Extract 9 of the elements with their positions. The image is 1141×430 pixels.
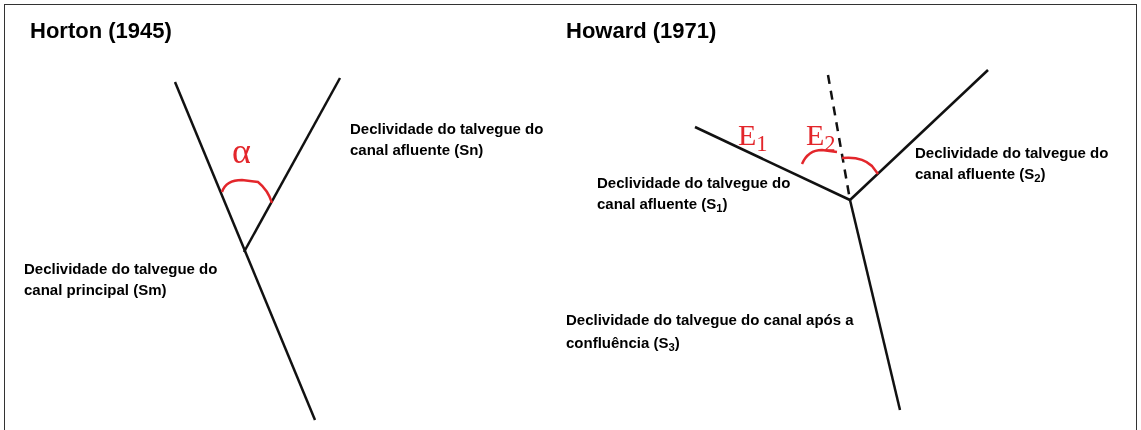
- panel-title: Horton (1945): [30, 17, 172, 45]
- angle-symbol: E$_{1}$: [738, 117, 768, 157]
- panel-title: Howard (1971): [566, 17, 717, 45]
- slope-label: Declividade do talvegue do canal após a confluência (S$_{3}$): [566, 310, 855, 354]
- angle-symbol: α: [232, 130, 251, 173]
- slope-label: Declividade do talvegue do canal afluente (S$_{1}$): [597, 173, 792, 214]
- slope-label: Declividade do talvegue do canal principal (Sm): [24, 259, 219, 300]
- slope-label: Declividade do talvegue do canal afluente (Sn): [350, 119, 545, 160]
- slope-label: Declividade do talvegue do canal afluente (S$_{2}$): [915, 143, 1110, 184]
